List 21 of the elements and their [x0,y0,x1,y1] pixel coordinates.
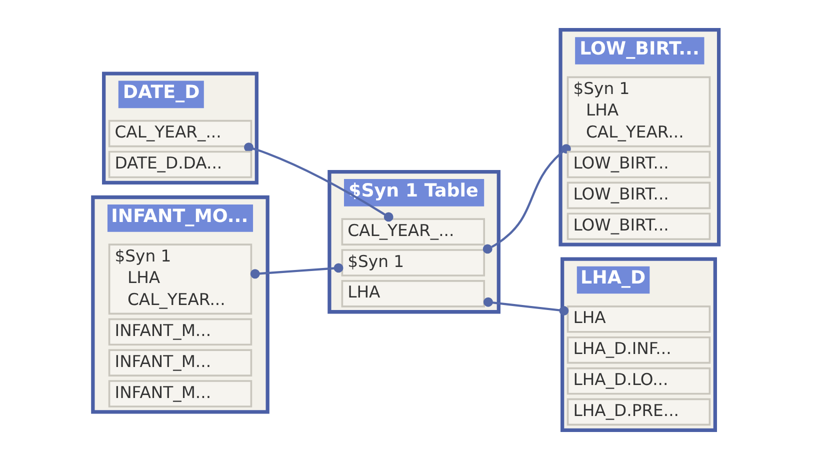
node-box: LHA [341,280,485,308]
connector [250,263,344,279]
node-box: LHA_D.INF... [566,336,711,364]
node-box: INFANT_M... [108,380,252,408]
node-box: LHA_D.PRE... [566,398,711,426]
node-box: CAL_YEAR_... [108,120,252,148]
node-box: DATE_D.DA... [108,150,252,178]
node-box: LHA_D.LO... [566,367,711,395]
connector [244,142,394,222]
node-box: $Syn 1 LHA CAL_YEAR... [566,76,711,148]
node-box: LOW_BIRT... [566,150,711,178]
node-box: $Syn 1 LHA CAL_YEAR... [108,244,252,315]
node-box: LHA [566,306,711,333]
connector [483,297,569,316]
node-box: LOW_BIRT... [566,182,711,210]
node-box: LOW_BIRT... [566,212,711,240]
connector [482,144,571,254]
node-box: $Syn 1 [341,249,485,276]
node-box: INFANT_M... [108,318,252,346]
node-box: INFANT_M... [108,349,252,376]
node-box: CAL_YEAR_... [341,218,485,246]
